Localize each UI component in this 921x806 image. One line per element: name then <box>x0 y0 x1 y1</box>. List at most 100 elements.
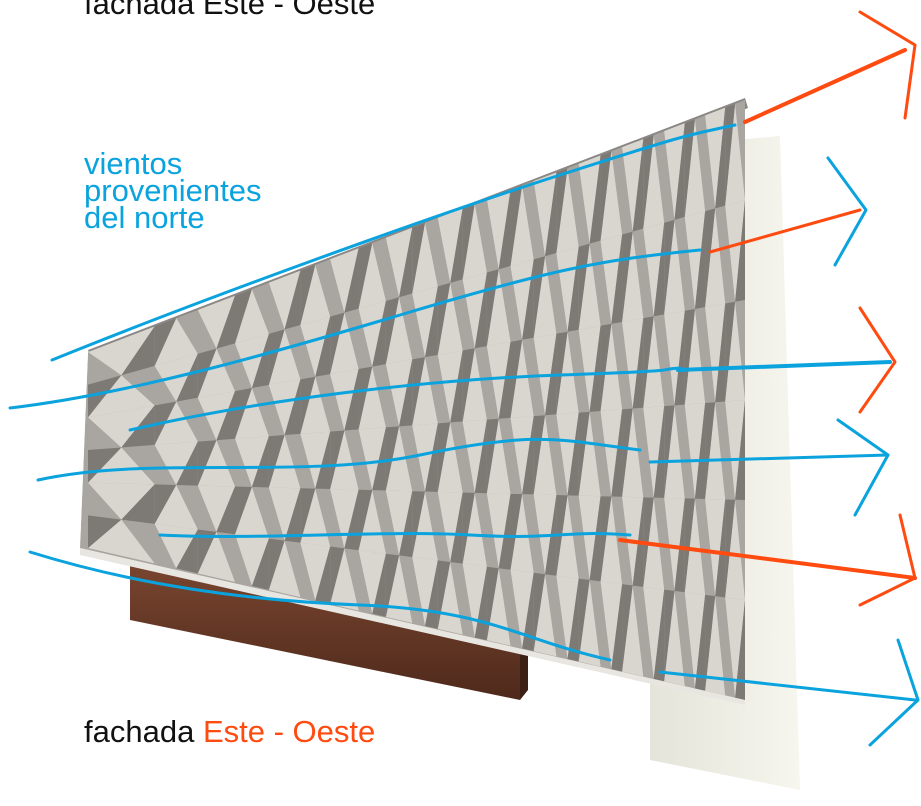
panel-light <box>643 316 665 408</box>
panel-dark <box>358 242 373 309</box>
panel-dark <box>450 208 463 283</box>
wind-line <box>50 123 737 362</box>
panel-dark <box>372 553 386 617</box>
panel-light <box>88 482 155 520</box>
outflow-line <box>658 670 917 702</box>
panel-dark <box>88 515 122 548</box>
panel-dark <box>533 572 546 652</box>
panel-light <box>533 574 557 657</box>
panel-dark <box>197 529 217 574</box>
outflow-line <box>676 360 892 372</box>
wind-label-line-1: vientos <box>84 146 183 181</box>
panel-dark <box>725 103 736 206</box>
panel-light <box>154 484 198 530</box>
panel-light <box>664 590 685 687</box>
panel-dark <box>735 200 745 302</box>
panel-dark <box>284 379 301 436</box>
panel-dark <box>622 584 633 672</box>
panel-dark <box>385 553 400 617</box>
panel-dark <box>510 339 523 418</box>
panel-light <box>300 542 331 601</box>
panel-light <box>385 490 413 556</box>
panel-dark <box>251 538 269 590</box>
caption-separator: - <box>264 714 293 749</box>
panel-dark <box>315 546 331 605</box>
panel-light <box>578 411 601 497</box>
panel-dark <box>268 329 285 386</box>
panel-dark <box>556 168 568 254</box>
panel-light <box>412 423 438 492</box>
panel-dark <box>197 440 217 486</box>
panel-dark <box>643 316 654 408</box>
wind-label-line-2: provenientes <box>84 173 262 208</box>
panel-dark <box>735 400 745 500</box>
caption-oeste: Oeste <box>292 714 376 749</box>
panel-light <box>412 222 438 294</box>
panel-dark <box>284 488 301 543</box>
panel-dark <box>664 589 675 682</box>
wind-line <box>128 366 682 432</box>
panel-light <box>643 222 665 317</box>
panel-dark <box>251 436 269 488</box>
panel-dark <box>344 248 359 313</box>
panel-light <box>510 185 534 266</box>
panel-dark <box>632 139 644 232</box>
wind-line <box>158 532 632 538</box>
panel-dark <box>300 376 316 434</box>
panel-dark <box>674 498 685 593</box>
panel-light <box>300 376 331 434</box>
panel-dark <box>121 484 155 524</box>
panel-light <box>235 388 269 439</box>
panel-dark <box>725 301 736 402</box>
caption-este: Este <box>202 714 265 749</box>
panel-light <box>268 379 301 436</box>
panel-dark <box>216 486 236 535</box>
panel-light <box>235 436 269 487</box>
panel-light <box>578 495 601 580</box>
panel-dark <box>235 289 252 344</box>
panel-light <box>385 359 413 427</box>
panel-light <box>437 208 463 283</box>
caption-prefix: fachada <box>84 714 203 749</box>
panel-light <box>88 447 155 485</box>
panel-light <box>462 492 487 567</box>
panel-dark <box>216 295 236 349</box>
panel-light <box>533 256 557 338</box>
panel-dark <box>589 325 601 412</box>
panel-light <box>412 557 438 626</box>
panel-light <box>235 333 269 389</box>
panel-light <box>154 318 198 366</box>
panel-dark <box>567 246 579 332</box>
panel-dark <box>589 155 601 244</box>
panel-light <box>725 499 745 600</box>
panel-light <box>197 391 236 441</box>
panel-light <box>556 412 579 496</box>
panel-light <box>300 316 331 377</box>
panel-light <box>725 200 745 302</box>
panel-dark <box>474 419 487 494</box>
panel-dark <box>600 496 612 582</box>
panel-dark <box>684 119 695 217</box>
panel-light <box>154 401 198 445</box>
panel-light <box>664 497 685 591</box>
panel-dark <box>154 484 177 524</box>
panel-dark <box>498 189 511 270</box>
panel-light <box>622 408 644 498</box>
panel-light <box>578 325 601 412</box>
panel-dark <box>600 151 612 241</box>
panel-light <box>643 135 665 229</box>
panel-dark <box>176 529 198 574</box>
panel-light <box>235 289 269 344</box>
panel-light <box>412 491 438 561</box>
panel-light <box>725 103 745 206</box>
panel-dark <box>622 231 633 322</box>
panel-light <box>88 405 155 448</box>
panel-light <box>600 323 623 411</box>
panel-dark <box>268 435 285 488</box>
panel-dark <box>522 572 534 652</box>
panel-dark <box>412 357 426 426</box>
panel-dark <box>486 418 499 494</box>
panel-light <box>556 575 579 659</box>
wind-lines <box>8 48 917 702</box>
panel-light <box>622 585 644 677</box>
